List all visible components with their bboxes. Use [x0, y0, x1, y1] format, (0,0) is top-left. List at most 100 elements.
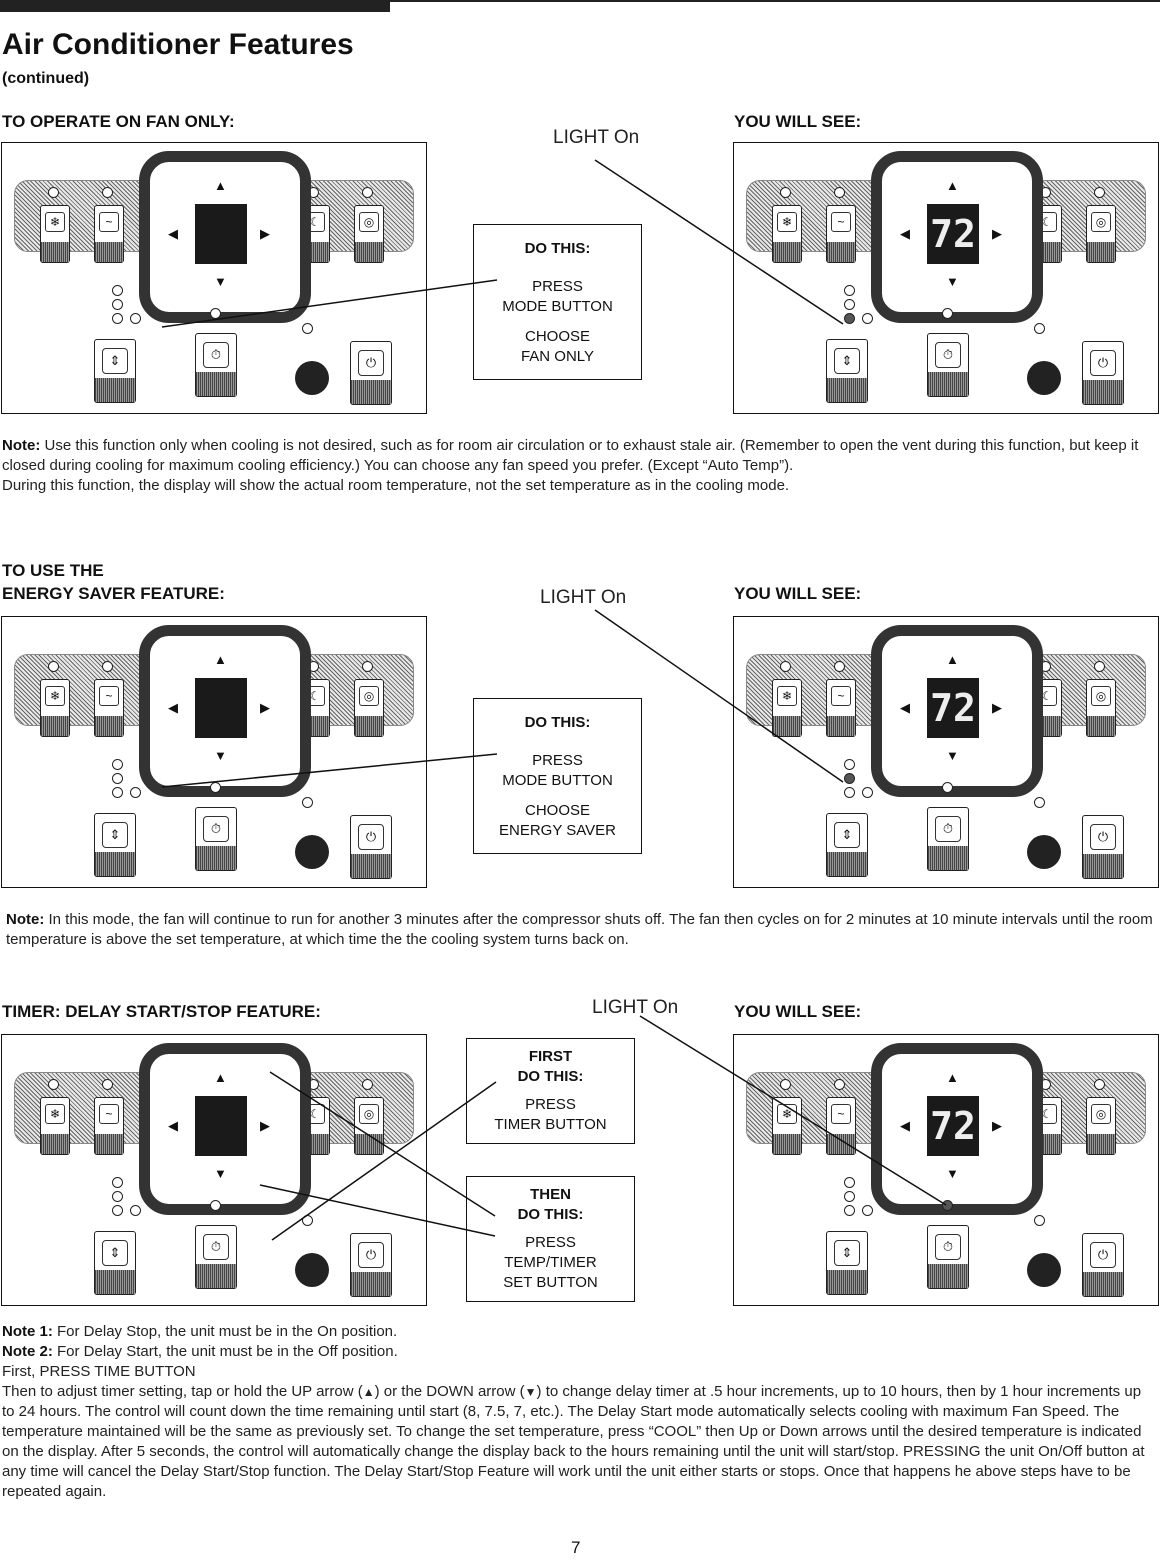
timer-button: ⏱ — [927, 1225, 969, 1289]
panel-button: ~ — [94, 1097, 124, 1155]
up-arrow-icon: ▲ — [214, 652, 227, 667]
control-panel-diagram: ❄~☾◎72▲▼◀▶⇕⏱⏻ — [733, 142, 1159, 414]
note-text: For Delay Stop, the unit must be in the … — [57, 1323, 398, 1340]
button-label-strip — [1083, 854, 1123, 878]
button-label-strip — [827, 1134, 855, 1154]
button-icon: ❄ — [777, 686, 797, 706]
timer-indicator — [210, 782, 221, 793]
temp-timer-ring: ▲▼◀▶ — [139, 1043, 311, 1215]
box-line: ENERGY SAVER — [499, 822, 616, 839]
note-label: Note 1: — [2, 1323, 53, 1340]
timer-indicator — [942, 1200, 953, 1211]
timer-button: ⏱ — [927, 333, 969, 397]
cool-indicator — [112, 285, 123, 296]
heat-indicator — [862, 787, 873, 798]
display: 72 — [927, 204, 979, 264]
power-button: ⏻ — [1082, 1233, 1124, 1297]
button-label-strip — [355, 1134, 383, 1154]
heat-indicator — [862, 313, 873, 324]
fan-only-indicator — [112, 787, 123, 798]
power-icon: ⏻ — [1090, 1242, 1116, 1268]
button-icon: ~ — [99, 212, 119, 232]
indicator-light — [48, 187, 59, 198]
header-bar — [0, 0, 390, 12]
section2-instruction-box: DO THIS: PRESS MODE BUTTON CHOOSE ENERGY… — [473, 698, 642, 854]
indicator-light — [362, 661, 373, 672]
mode-icon: ⇕ — [102, 1240, 128, 1266]
mode-icon: ⇕ — [834, 348, 860, 374]
section1-heading: TO OPERATE ON FAN ONLY: — [2, 112, 235, 131]
temp-timer-ring: 72▲▼◀▶ — [871, 625, 1043, 797]
section3-light-label: LIGHT On — [592, 997, 679, 1018]
cool-indicator — [844, 1177, 855, 1188]
note-label: Note 2: — [2, 1343, 53, 1360]
note-text: Use this function only when cooling is n… — [2, 437, 1139, 474]
panel-button: ❄ — [40, 679, 70, 737]
timer-button: ⏱ — [195, 807, 237, 871]
power-icon: ⏻ — [1090, 824, 1116, 850]
indicator-light — [102, 1079, 113, 1090]
right-arrow-icon: ▶ — [260, 1118, 270, 1133]
box-line: MODE BUTTON — [502, 298, 613, 315]
box-title: THEN — [530, 1186, 571, 1203]
page-subtitle: (continued) — [2, 70, 90, 87]
indicator-light — [1094, 1079, 1105, 1090]
energy-saver-indicator — [844, 1191, 855, 1202]
control-panel-diagram: ❄~☾◎72▲▼◀▶⇕⏱⏻ — [733, 616, 1159, 888]
left-arrow-icon: ◀ — [168, 226, 178, 241]
box-title: DO THIS: — [517, 1068, 584, 1085]
panel-button: ~ — [94, 205, 124, 263]
note-2: Note 2: For Delay Start, the unit must b… — [2, 1342, 1154, 1362]
button-icon: ❄ — [45, 1104, 65, 1124]
button-icon: ◎ — [359, 686, 379, 706]
box-line: PRESS — [532, 278, 583, 295]
cool-indicator — [112, 759, 123, 770]
indicator-light — [780, 1079, 791, 1090]
panel-button: ◎ — [354, 205, 384, 263]
display: 72 — [927, 678, 979, 738]
button-label-strip — [773, 716, 801, 736]
remote-indicator — [1034, 1215, 1045, 1226]
section3-first-box: FIRST DO THIS: PRESS TIMER BUTTON — [466, 1038, 635, 1144]
button-label-strip — [773, 1134, 801, 1154]
indicator-light — [834, 187, 845, 198]
heat-indicator — [130, 1205, 141, 1216]
cool-indicator — [844, 285, 855, 296]
page-title: Air Conditioner Features — [2, 28, 354, 61]
box-line: FAN ONLY — [520, 348, 595, 365]
panel-button: ◎ — [1086, 679, 1116, 737]
fan-only-indicator — [112, 313, 123, 324]
button-label-strip — [928, 1264, 968, 1288]
button-label-strip — [773, 242, 801, 262]
box-line: SET BUTTON — [503, 1274, 598, 1291]
indicator-light — [102, 187, 113, 198]
button-icon: ~ — [99, 1104, 119, 1124]
timer-paragraph: Then to adjust timer setting, tap or hol… — [2, 1382, 1154, 1502]
button-label-strip — [95, 378, 135, 402]
section1-note: Note: Use this function only when coolin… — [2, 436, 1152, 496]
button-label-strip — [351, 380, 391, 404]
section2-light-label: LIGHT On — [540, 587, 627, 608]
timer-button: ⏱ — [195, 1225, 237, 1289]
panel-button: ❄ — [40, 1097, 70, 1155]
control-panel-diagram: ❄~☾◎▲▼◀▶⇕⏱⏻ — [1, 142, 427, 414]
remote-indicator — [302, 1215, 313, 1226]
button-label-strip — [355, 242, 383, 262]
panel-button: ❄ — [772, 1097, 802, 1155]
indicator-light — [362, 1079, 373, 1090]
section2-note: Note: In this mode, the fan will continu… — [6, 910, 1156, 950]
button-label-strip — [41, 242, 69, 262]
left-arrow-icon: ◀ — [168, 1118, 178, 1133]
left-arrow-icon: ◀ — [900, 700, 910, 715]
cool-indicator — [844, 759, 855, 770]
button-label-strip — [827, 378, 867, 402]
box-line: TEMP/TIMER — [504, 1254, 597, 1271]
timer-indicator — [210, 308, 221, 319]
indicator-light — [780, 187, 791, 198]
box-title: DO THIS: — [524, 240, 591, 257]
indicator-light — [48, 661, 59, 672]
fan-only-indicator — [844, 787, 855, 798]
button-icon: ◎ — [359, 1104, 379, 1124]
header-rule — [390, 0, 1160, 2]
note-label: Note: — [2, 437, 41, 454]
